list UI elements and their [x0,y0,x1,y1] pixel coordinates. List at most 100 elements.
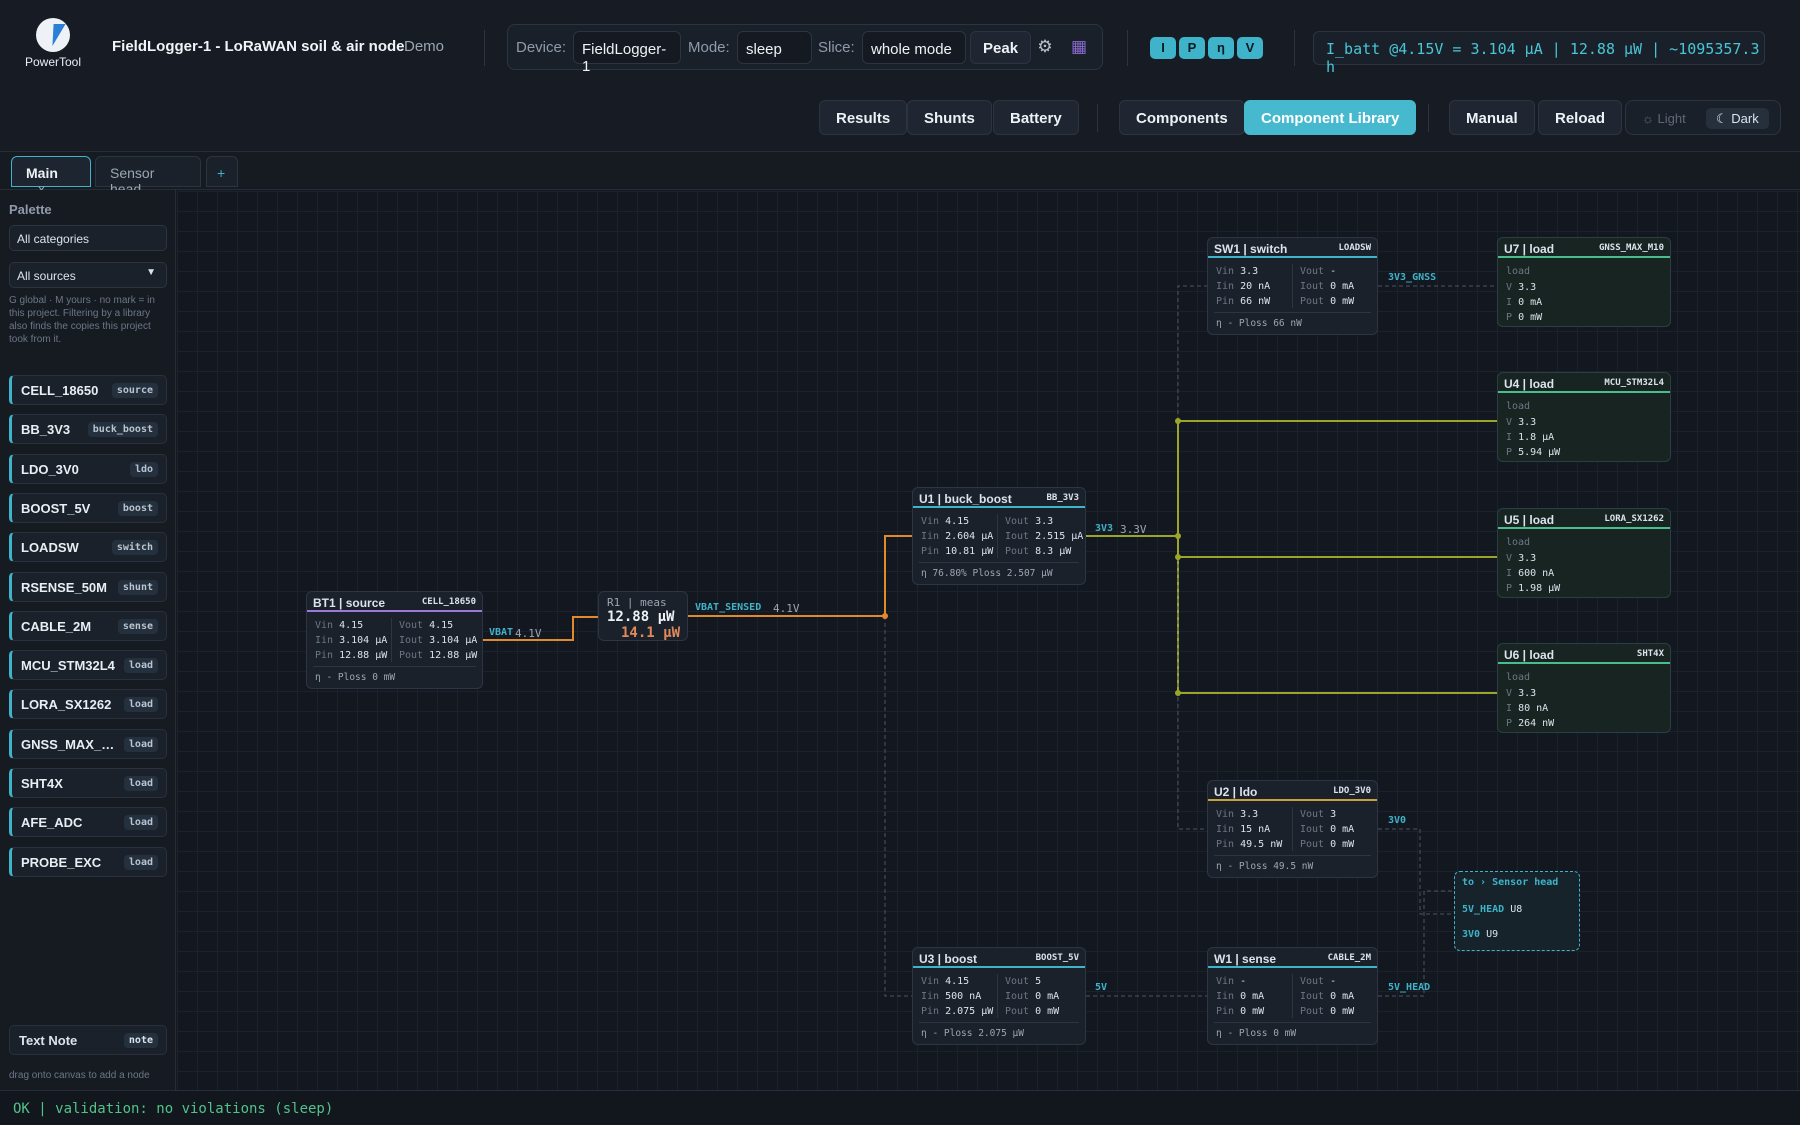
sheet-link-port[interactable]: 5V_HEAD U8 [1462,904,1522,915]
component-library-button[interactable]: Component Library [1244,100,1417,135]
device-select[interactable]: FieldLogger-1 [573,31,681,75]
components-button[interactable]: Components [1119,100,1245,135]
device-label: Device: [516,39,567,56]
wire-vbat-sensed[interactable] [688,535,912,617]
chip-efficiency[interactable]: η [1208,37,1234,59]
calculator-icon[interactable]: ▦ [1070,37,1088,56]
field-key: Pin [315,650,334,661]
wire-vbat-u3[interactable] [884,616,912,997]
field-value: 80 nA [1518,703,1549,714]
tab-main[interactable]: Main x [11,156,91,197]
palette-item[interactable]: GNSS_MAX_M...load [9,728,167,759]
palette-item-badge: source [111,383,158,398]
field-value: 264 nW [1518,718,1555,729]
tab-sensor-head[interactable]: Sensor head [95,156,201,197]
tab-label: Main [26,165,58,181]
node-type: CABLE_2M [1327,953,1371,963]
field-iout: Iout 3.104 µA [399,635,477,646]
shunts-button[interactable]: Shunts [907,100,992,135]
manual-button[interactable]: Manual [1449,100,1535,135]
light-theme-button[interactable]: ☼ Light [1642,111,1686,126]
battery-button[interactable]: Battery [993,100,1079,135]
field-value: 0 mW [1330,1006,1355,1017]
app-logo[interactable]: PowerTool [20,18,86,74]
field-key: V [1506,688,1513,699]
node-title: U7 | load [1504,242,1555,256]
field-key: Iin [1216,824,1235,835]
net-label-vbat-sensed: VBAT_SENSED [695,602,762,613]
slice-label: Slice: [818,39,855,56]
field-key: Vout [399,620,424,631]
wire-3v0[interactable] [1378,828,1454,915]
palette-item-badge: switch [111,540,158,556]
node-r1[interactable]: R1 | meas 12.88 µW 14.1 µW [598,591,688,641]
field-value: 3.104 µA [339,635,388,646]
field-iout: Iout 2.515 µA [1005,531,1083,542]
wire-3v3-sw1[interactable] [1177,285,1207,421]
top-bar: PowerTool FieldLogger-1 - LoRaWAN soil &… [0,0,1800,152]
category-filter-input[interactable]: All categories [9,225,167,251]
wire-vbat[interactable] [483,616,598,641]
peak-button[interactable]: Peak [970,31,1032,64]
slice-select[interactable]: whole mode [862,31,966,64]
palette-item-badge: load [123,658,158,674]
source-filter-select[interactable]: All sources ▼ [9,262,167,288]
schematic-canvas[interactable]: VBAT 4.1V VBAT_SENSED 4.1V 3V3 3.3V 3V3_… [177,191,1800,1090]
results-button[interactable]: Results [819,100,908,135]
field-value: 0 mW [1518,312,1543,323]
field-key: Pout [1300,296,1325,307]
mode-select[interactable]: sleep [737,31,812,64]
sheet-link-port[interactable]: 3V0 U9 [1462,929,1498,940]
node-title: U5 | load [1504,513,1555,527]
field-value: 0 mA [1240,991,1265,1002]
chip-current[interactable]: I [1150,37,1176,59]
close-icon[interactable]: x [38,181,45,197]
palette-item-text-note[interactable]: Text Note note [9,1025,167,1055]
gear-icon[interactable]: ⚙ [1037,37,1053,56]
field-value: 12.88 µW [429,650,478,661]
reload-button[interactable]: Reload [1538,100,1623,135]
wire-5v-head[interactable] [1378,890,1454,997]
palette-item-name: SHT4X [21,776,63,791]
chip-power[interactable]: P [1179,37,1205,59]
sheet-link-sensor-head[interactable]: to › Sensor head 5V_HEAD U8 3V0 U9 [1454,871,1580,951]
node-title: SW1 | switch [1214,242,1288,256]
junction-dot [882,613,888,619]
chip-voltage[interactable]: V [1237,37,1263,59]
dark-theme-button[interactable]: ☾ Dark [1706,108,1769,129]
add-tab-button[interactable]: + [206,156,238,187]
palette-sidebar: Palette All categories All sources ▼ G g… [0,190,176,1090]
